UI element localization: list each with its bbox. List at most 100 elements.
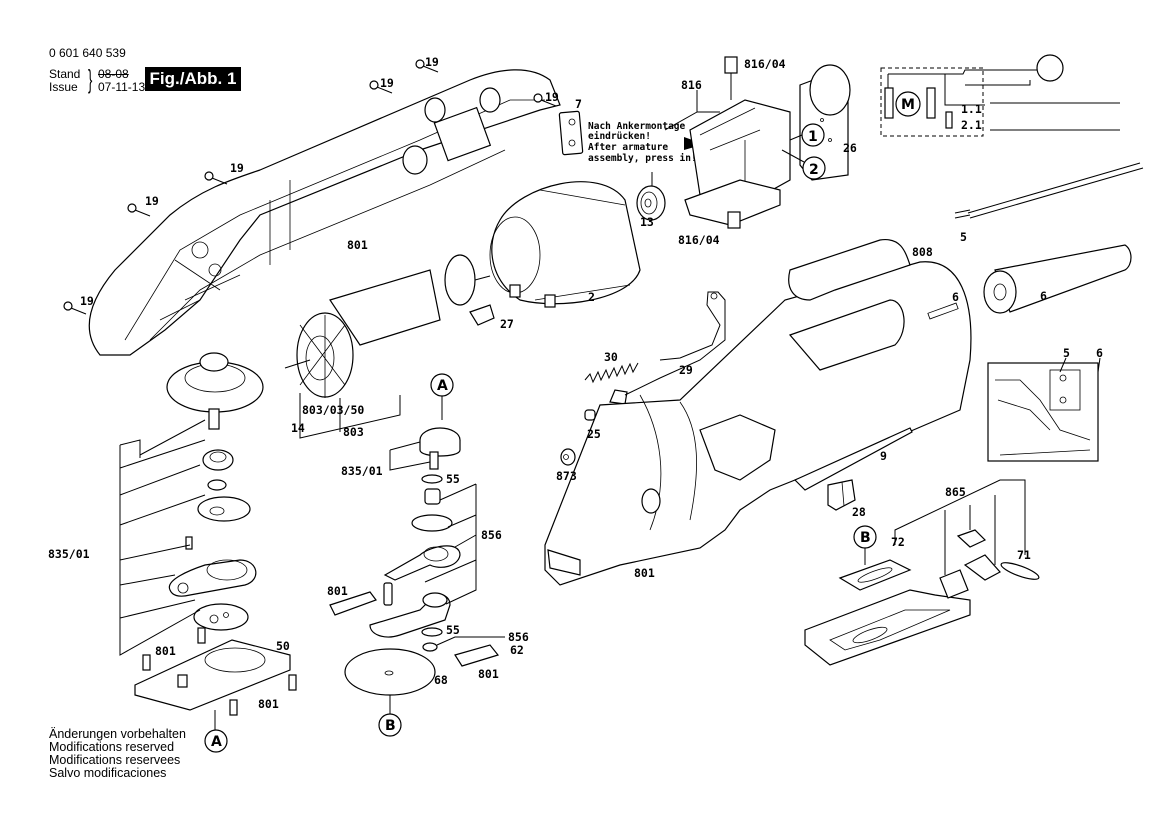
label-835-01-center: 835/01 (341, 464, 383, 478)
slider-9[interactable] (793, 427, 913, 491)
armature[interactable] (284, 254, 491, 398)
label-plate-808[interactable] (788, 238, 911, 301)
counterweight-disc[interactable] (193, 603, 249, 631)
label-30: 30 (604, 350, 618, 364)
label-808: 808 (912, 245, 933, 259)
part-865-block[interactable] (956, 529, 987, 548)
callout-b-right: B (853, 525, 877, 549)
pin[interactable] (185, 536, 193, 550)
label-7: 7 (575, 97, 582, 111)
issue-label: Issue (49, 80, 78, 94)
eccentric-hub[interactable] (419, 427, 461, 470)
old-revision: 08-08 (98, 67, 129, 81)
label-19: 19 (545, 90, 559, 104)
note-es: Salvo modificaciones (49, 766, 167, 780)
button-28[interactable] (827, 479, 856, 511)
assembly-note-line-2: eindrücken! (588, 131, 651, 142)
bearing[interactable] (202, 449, 234, 471)
callout-2: 2 (802, 156, 826, 180)
housing-right[interactable] (544, 261, 972, 586)
pivot-pin[interactable] (383, 582, 393, 606)
base-plate[interactable] (804, 589, 971, 666)
label-801-clip-left: 801 (327, 584, 348, 598)
issue-date: 07-11-13 (98, 80, 146, 94)
lever-arm[interactable] (369, 592, 451, 638)
spring-30[interactable] (584, 362, 639, 384)
screw-icon (63, 301, 87, 315)
eccentric-link[interactable] (168, 559, 257, 597)
switch-assembly[interactable] (684, 56, 791, 229)
label-6-inset: 6 (1096, 346, 1103, 360)
label-856: 856 (481, 528, 502, 542)
lock-ring[interactable] (411, 514, 453, 532)
pin-25[interactable] (584, 409, 596, 421)
label-62: 62 (510, 643, 524, 657)
housing-left[interactable] (88, 69, 561, 356)
field-stator[interactable] (489, 181, 641, 308)
label-13: 13 (640, 215, 654, 229)
label-835-01-left: 835/01 (48, 547, 90, 561)
nut-873[interactable] (560, 448, 576, 466)
label-801: 801 (347, 238, 368, 252)
label-14: 14 (291, 421, 305, 435)
pad-72[interactable] (838, 559, 912, 591)
power-cable[interactable] (954, 162, 1144, 219)
label-19: 19 (80, 294, 94, 308)
assembly-note-line-1: Nach Ankermontage (588, 121, 686, 132)
label-865: 865 (945, 485, 966, 499)
washer-55[interactable] (421, 474, 443, 484)
assembly-note-line-4: assembly, press in! (588, 153, 697, 164)
callout-a-top: A (430, 373, 454, 397)
label-873: 873 (556, 469, 577, 483)
label-6: 6 (952, 290, 959, 304)
switch-2-1-label: 2.1 (961, 118, 982, 132)
label-803: 803 (343, 425, 364, 439)
svg-text:M: M (901, 97, 915, 113)
label-19: 19 (425, 55, 439, 69)
label-816-04-top: 816/04 (744, 57, 786, 71)
label-27: 27 (500, 317, 514, 331)
label-2: 2 (588, 290, 595, 304)
switch-1-1-label: 1.1 (961, 102, 982, 116)
disc-68[interactable] (344, 648, 436, 696)
label-9: 9 (880, 449, 887, 463)
clip-801-left[interactable] (329, 591, 377, 616)
part-865-switch[interactable] (963, 554, 1001, 581)
label-801-pin-a: 801 (155, 644, 176, 658)
spring-washer-62[interactable] (422, 642, 438, 652)
modification-notes: Änderungen vorbehalten Modifications res… (49, 728, 186, 780)
washer-55-lower[interactable] (421, 627, 443, 637)
label-5: 5 (960, 230, 967, 244)
base-pad-50[interactable] (134, 627, 297, 716)
screw-icon (369, 80, 393, 94)
bearing-cap[interactable] (197, 496, 251, 522)
cable-guard[interactable] (983, 244, 1132, 314)
clip-801-right[interactable] (454, 644, 500, 667)
washer[interactable] (207, 479, 227, 491)
bevel-gear[interactable] (166, 352, 264, 430)
screw-icon (127, 203, 151, 217)
needle-bearing[interactable] (424, 488, 441, 505)
screw-icon (415, 59, 439, 73)
circuit-board[interactable] (799, 64, 851, 181)
part-71[interactable] (999, 559, 1040, 582)
note-fr: Modifications reservees (49, 753, 181, 767)
bearing-13[interactable] (636, 185, 666, 221)
label-856-2: 856 (508, 630, 529, 644)
motor-symbol: M (895, 91, 921, 117)
svg-text:A: A (437, 378, 448, 394)
label-25: 25 (587, 427, 601, 441)
eccentric-lever[interactable] (383, 545, 461, 581)
svg-text:B: B (860, 530, 871, 546)
part-865-clip[interactable] (939, 569, 969, 599)
svg-text:2: 2 (809, 162, 819, 178)
part-7[interactable] (558, 110, 584, 156)
brush-holder-27[interactable] (469, 304, 495, 326)
document-number: 0 601 640 539 (49, 46, 126, 60)
screw-icon (204, 171, 228, 185)
brace-symbol: } (88, 64, 93, 94)
label-50: 50 (276, 639, 290, 653)
inset-detail (987, 357, 1101, 462)
callout-a-bottom: A (204, 729, 228, 753)
